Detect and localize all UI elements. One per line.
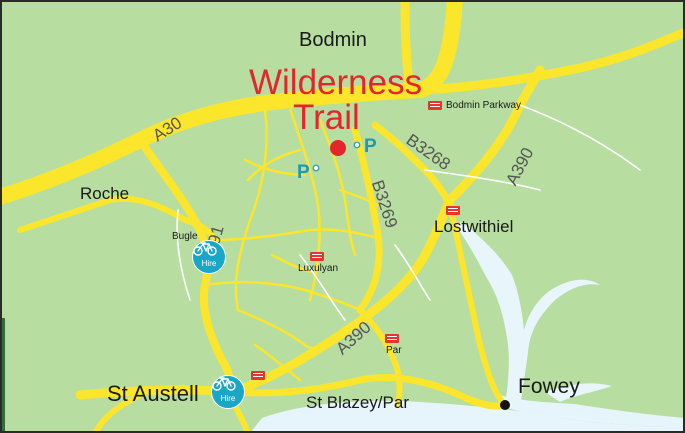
lane-9 (270, 253, 312, 274)
lane-3 (213, 228, 380, 242)
label-luxulyan: Luxulyan (298, 263, 339, 274)
road-par (357, 307, 403, 408)
label-bodmin-parkway: Bodmin Parkway (446, 100, 522, 111)
road-a30 (0, 0, 463, 206)
minor-road-1 (299, 254, 346, 321)
lane-10 (253, 343, 302, 382)
minor-road-4 (176, 209, 191, 301)
lane-4 (203, 281, 362, 312)
bike-hire-label: Hire (220, 394, 236, 403)
bike-hire-icon: Hire (211, 375, 245, 409)
road-a30-spur (415, 27, 685, 95)
minor-road-2 (519, 104, 641, 171)
title-line-2: Trail (293, 98, 360, 137)
bike-hire-icon: Hire (192, 240, 226, 274)
sea-area (250, 400, 685, 433)
road-southwest (92, 392, 143, 433)
bike-hire-label: Hire (201, 259, 217, 268)
title-line-1: Wilderness (249, 63, 423, 102)
label-lostwithiel: Lostwithiel (434, 217, 514, 236)
railway-station-icon (385, 334, 399, 343)
minor-road-3 (424, 169, 541, 191)
label-roche: Roche (80, 184, 130, 203)
fowey-river (455, 222, 600, 410)
lane-11 (246, 148, 302, 182)
lane-6 (236, 308, 342, 350)
minor-road-5 (394, 244, 431, 301)
railway-station-icon (446, 206, 460, 215)
lane-2 (288, 106, 321, 302)
lane-7 (243, 158, 307, 177)
trail-start-marker (330, 140, 346, 156)
label-bodmin: Bodmin (299, 29, 367, 51)
label-bugle: Bugle (172, 231, 198, 242)
lane-8 (338, 188, 380, 207)
road-b3269 (351, 126, 383, 314)
road-fowey-approach (447, 202, 508, 408)
parking-dot-east (353, 141, 361, 149)
minor-roads (176, 104, 641, 321)
bicycle-icon (212, 377, 236, 391)
road-roche (17, 195, 218, 243)
parking-icon: P (297, 162, 310, 183)
lane-5 (318, 118, 357, 257)
railway-station-icon (310, 252, 324, 261)
edge-strip (0, 318, 5, 433)
fowey-river-branch (545, 383, 612, 402)
parking-dot-west (312, 164, 320, 172)
label-st-austell: St Austell (107, 381, 199, 406)
road-bodmin-north (400, 0, 415, 95)
railway-station-icon (251, 371, 265, 380)
railway-station-icon (428, 101, 442, 110)
label-fowey: Fowey (518, 375, 580, 398)
trail-lanes (203, 106, 380, 382)
bicycle-icon (193, 242, 217, 256)
label-st-blazey-par: St Blazey/Par (306, 393, 409, 412)
fowey-estuary (500, 395, 685, 428)
fowey-dot (500, 400, 510, 410)
label-par: Par (386, 345, 402, 356)
parking-icon: P (364, 136, 377, 157)
